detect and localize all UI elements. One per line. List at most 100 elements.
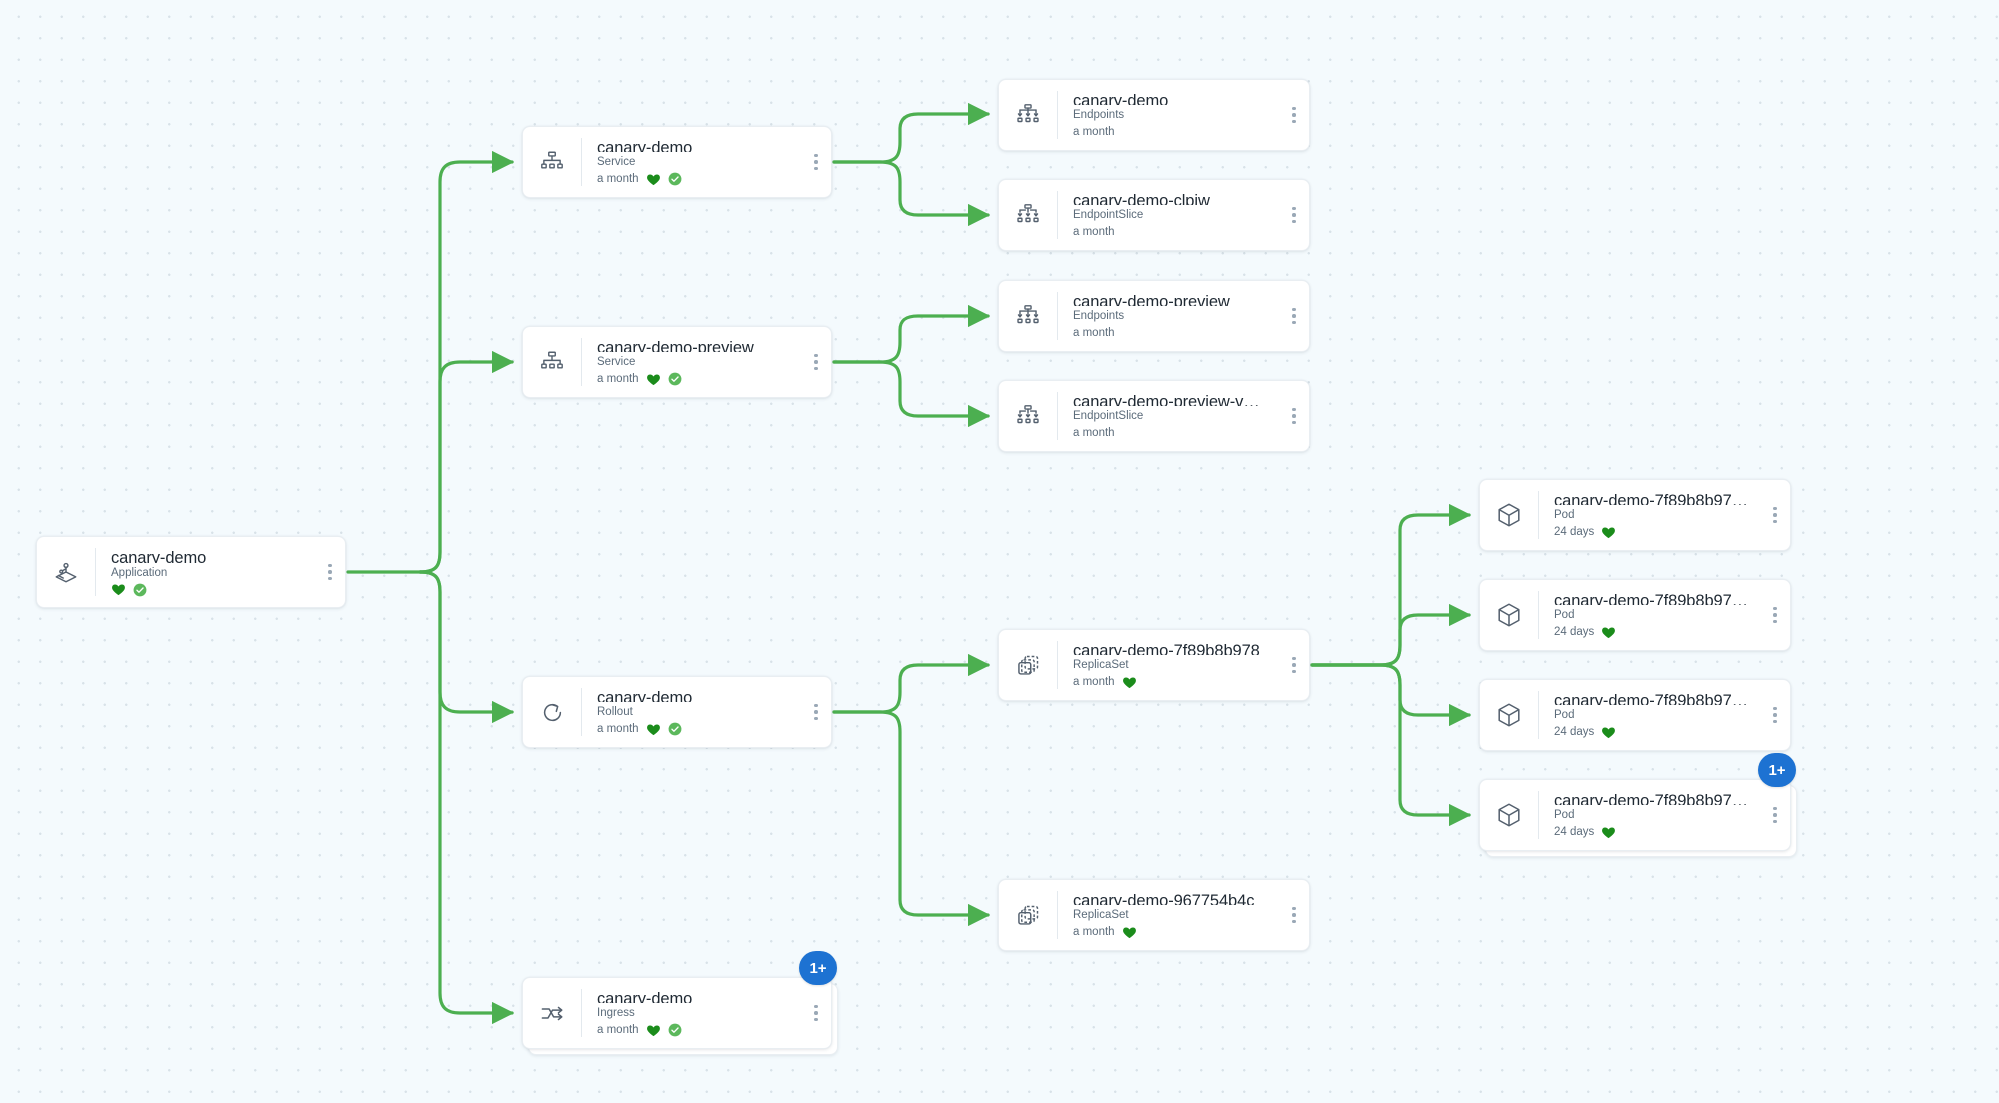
node-actions-menu-button[interactable] xyxy=(1283,630,1309,700)
node-actions-menu-button[interactable] xyxy=(1764,780,1790,850)
node-body: canary-demo-7f89b8b97… Pod 24 days xyxy=(1539,680,1764,750)
node-title: canary-demo-preview xyxy=(1073,293,1230,306)
node-divider xyxy=(1057,91,1058,139)
node-kind: Ingress xyxy=(597,1007,635,1019)
node-body: canary-demo Service a month xyxy=(582,127,805,197)
replicaset-icon xyxy=(999,880,1057,950)
node-count-badge[interactable]: 1+ xyxy=(1758,753,1796,787)
node-age: a month xyxy=(597,723,639,735)
node-kind: Endpoints xyxy=(1073,109,1125,121)
node-divider xyxy=(1057,292,1058,340)
node-kind: Application xyxy=(111,567,168,579)
health-heart-icon xyxy=(1601,525,1616,540)
pod-icon xyxy=(1480,580,1538,650)
resource-node-application[interactable]: canary-demo Application xyxy=(36,536,346,608)
node-divider xyxy=(1538,691,1539,739)
node-actions-menu-button[interactable] xyxy=(805,327,831,397)
node-actions-menu-button[interactable] xyxy=(1283,880,1309,950)
node-body: canary-demo Rollout a month xyxy=(582,677,805,747)
node-title: canary-demo-clpjw xyxy=(1073,192,1210,205)
resource-node-pod[interactable]: canary-demo-7f89b8b97… Pod 24 days xyxy=(1479,779,1791,851)
health-heart-icon xyxy=(646,372,661,387)
node-body: canary-demo-967754b4c ReplicaSet a month xyxy=(1058,880,1283,950)
node-kind: EndpointSlice xyxy=(1073,410,1144,422)
node-actions-menu-button[interactable] xyxy=(1283,80,1309,150)
node-body: canary-demo-preview Endpoints a month xyxy=(1058,281,1283,351)
node-actions-menu-button[interactable] xyxy=(1764,580,1790,650)
node-meta: 24 days xyxy=(1554,624,1764,640)
resource-node-endpoints[interactable]: canary-demo-preview Endpoints a month xyxy=(998,280,1310,352)
node-actions-menu-button[interactable] xyxy=(1764,680,1790,750)
node-divider xyxy=(1057,191,1058,239)
resource-node-service[interactable]: canary-demo Service a month xyxy=(522,126,832,198)
resource-node-rollout[interactable]: canary-demo Rollout a month xyxy=(522,676,832,748)
service-icon xyxy=(523,127,581,197)
health-heart-icon xyxy=(1601,625,1616,640)
node-divider xyxy=(1538,591,1539,639)
health-heart-icon xyxy=(1601,825,1616,840)
node-actions-menu-button[interactable] xyxy=(805,978,831,1048)
node-age: 24 days xyxy=(1554,726,1595,738)
node-kind: Rollout xyxy=(597,706,633,718)
node-actions-menu-button[interactable] xyxy=(1283,180,1309,250)
node-meta: a month xyxy=(597,171,805,187)
node-meta: a month xyxy=(1073,425,1283,441)
health-heart-icon xyxy=(111,582,126,597)
node-meta: a month xyxy=(597,371,805,387)
node-title: canary-demo-7f89b8b97… xyxy=(1554,692,1749,705)
node-meta: a month xyxy=(597,721,805,737)
argo-application-icon xyxy=(37,537,95,607)
resource-node-endpoints[interactable]: canary-demo Endpoints a month xyxy=(998,79,1310,151)
node-divider xyxy=(1057,392,1058,440)
node-divider xyxy=(581,138,582,186)
resource-node-endpointslice[interactable]: canary-demo-clpjw EndpointSlice a month xyxy=(998,179,1310,251)
node-body: canary-demo-preview Service a month xyxy=(582,327,805,397)
resource-node-pod[interactable]: canary-demo-7f89b8b97… Pod 24 days xyxy=(1479,679,1791,751)
resource-node-service[interactable]: canary-demo-preview Service a month xyxy=(522,326,832,398)
pod-icon xyxy=(1480,780,1538,850)
endpoints-icon xyxy=(999,80,1057,150)
resource-node-ingress[interactable]: canary-demo Ingress a month xyxy=(522,977,832,1049)
node-divider xyxy=(1057,641,1058,689)
resource-node-endpointslice[interactable]: canary-demo-preview-v… EndpointSlice a m… xyxy=(998,380,1310,452)
replicaset-icon xyxy=(999,630,1057,700)
node-kind: Endpoints xyxy=(1073,310,1125,322)
node-actions-menu-button[interactable] xyxy=(1283,281,1309,351)
node-body: canary-demo-7f89b8b97… Pod 24 days xyxy=(1539,780,1764,850)
node-divider xyxy=(581,989,582,1037)
node-meta xyxy=(111,582,319,597)
node-title: canary-demo-7f89b8b97… xyxy=(1554,792,1749,805)
resource-node-pod[interactable]: canary-demo-7f89b8b97… Pod 24 days xyxy=(1479,579,1791,651)
endpointslice-icon xyxy=(999,180,1057,250)
node-meta: a month xyxy=(1073,224,1283,240)
node-meta: a month xyxy=(1073,924,1283,940)
node-kind: Pod xyxy=(1554,609,1575,621)
node-meta: a month xyxy=(597,1022,805,1038)
node-kind: EndpointSlice xyxy=(1073,209,1144,221)
node-actions-menu-button[interactable] xyxy=(1764,480,1790,550)
node-kind: Service xyxy=(597,156,636,168)
node-kind: Pod xyxy=(1554,809,1575,821)
sync-status-check-icon xyxy=(668,1023,682,1037)
resource-node-pod[interactable]: canary-demo-7f89b8b97… Pod 24 days xyxy=(1479,479,1791,551)
node-actions-menu-button[interactable] xyxy=(319,537,345,607)
node-body: canary-demo-7f89b8b97… Pod 24 days xyxy=(1539,580,1764,650)
endpointslice-icon xyxy=(999,381,1057,451)
node-body: canary-demo-preview-v… EndpointSlice a m… xyxy=(1058,381,1283,451)
node-meta: a month xyxy=(1073,124,1283,140)
node-count-badge[interactable]: 1+ xyxy=(799,951,837,985)
node-age: a month xyxy=(1073,427,1115,439)
pod-icon xyxy=(1480,680,1538,750)
node-actions-menu-button[interactable] xyxy=(1283,381,1309,451)
node-meta: a month xyxy=(1073,674,1283,690)
node-divider xyxy=(1538,791,1539,839)
node-kind: ReplicaSet xyxy=(1073,659,1129,671)
sync-status-check-icon xyxy=(668,722,682,736)
node-actions-menu-button[interactable] xyxy=(805,677,831,747)
node-age: 24 days xyxy=(1554,526,1595,538)
resource-node-replicaset[interactable]: canary-demo-7f89b8b978 ReplicaSet a mont… xyxy=(998,629,1310,701)
node-body: canary-demo-clpjw EndpointSlice a month xyxy=(1058,180,1283,250)
resource-node-replicaset[interactable]: canary-demo-967754b4c ReplicaSet a month xyxy=(998,879,1310,951)
node-actions-menu-button[interactable] xyxy=(805,127,831,197)
